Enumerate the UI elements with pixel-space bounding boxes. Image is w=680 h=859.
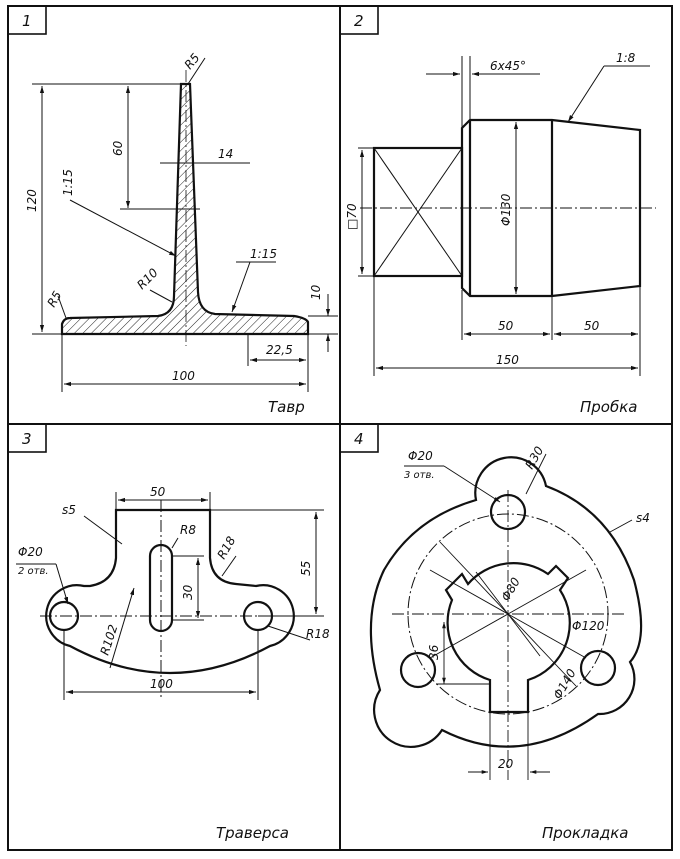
plug-chamfer-label: 6x45° bbox=[490, 59, 526, 73]
crossbar-end-radius-label: R18 bbox=[306, 627, 330, 641]
tee-taper-right-label: 1:15 bbox=[250, 247, 277, 261]
gasket-center-bore bbox=[444, 562, 571, 714]
crossbar-drawing: s5 50 Φ20 2 отв. R8 30 R18 55 R102 R18 1… bbox=[16, 485, 330, 842]
gasket-pitch-diameter-label: Φ120 bbox=[572, 619, 605, 633]
tee-height-label: 120 bbox=[25, 189, 39, 212]
plug-length-a-label: 50 bbox=[498, 319, 514, 333]
tee-fillet-radius-label: R10 bbox=[134, 265, 161, 292]
plug-length-b-label: 50 bbox=[584, 319, 600, 333]
plug-diameter-label: Φ130 bbox=[499, 193, 513, 226]
panel-1-number-tab bbox=[7, 5, 47, 35]
crossbar-arc-radius-label: R102 bbox=[98, 623, 121, 657]
gasket-hole-right bbox=[579, 649, 617, 687]
gasket-key-depth-label: 36 bbox=[427, 644, 441, 660]
crossbar-outline bbox=[45, 508, 295, 674]
plug-taper-label: 1:8 bbox=[616, 51, 636, 65]
panel-3-title: Траверса bbox=[216, 824, 289, 842]
crossbar-slot-length-label: 30 bbox=[181, 584, 195, 600]
panel-1-number: 1 bbox=[22, 12, 32, 30]
crossbar-top-width-label: 50 bbox=[150, 485, 166, 499]
gasket-lobe-radius-label: R30 bbox=[522, 444, 546, 472]
panel-2-number: 2 bbox=[354, 12, 364, 30]
crossbar-hole-diameter-label: Φ20 bbox=[18, 545, 43, 559]
crossbar-thickness-label: s5 bbox=[62, 503, 76, 517]
crossbar-hole-count-label: 2 отв. bbox=[18, 566, 49, 577]
tee-stem-label: 60 bbox=[111, 140, 125, 156]
panel-4-number-tab bbox=[339, 423, 379, 453]
gasket-hole-left bbox=[399, 651, 437, 689]
crossbar-height-label: 55 bbox=[299, 561, 313, 576]
plug-total-length-label: 150 bbox=[496, 353, 519, 367]
panel-3-number: 3 bbox=[22, 430, 32, 448]
tee-width-label: 100 bbox=[172, 369, 195, 383]
gasket-outer-diameter-label: Φ140 bbox=[550, 666, 578, 701]
tee-taper-left-label: 1:15 bbox=[61, 169, 75, 196]
gasket-key-width-label: 20 bbox=[498, 757, 514, 771]
plug-drawing: 6x45° 1:8 □70 Φ130 50 50 150 Пробка bbox=[345, 51, 656, 416]
plug-square-label: □70 bbox=[345, 203, 359, 230]
panel-4-title: Прокладка bbox=[542, 824, 628, 842]
crossbar-hole-spacing-label: 100 bbox=[150, 677, 173, 691]
gasket-thickness-label: s4 bbox=[636, 511, 650, 525]
panel-2-title: Пробка bbox=[580, 398, 637, 416]
tee-left-radius-label: R5 bbox=[44, 289, 64, 310]
panel-4-number: 4 bbox=[354, 430, 364, 448]
tee-right-part-label: 22,5 bbox=[266, 343, 293, 357]
panel-3-number-tab bbox=[7, 423, 47, 453]
gasket-outline bbox=[369, 456, 643, 748]
gasket-drawing: Φ20 3 отв. R30 s4 Φ80 Φ120 Φ140 36 20 Пр… bbox=[369, 444, 650, 842]
tee-thickness-label: 14 bbox=[218, 147, 233, 161]
gasket-hole-diameter-label: Φ20 bbox=[408, 449, 433, 463]
panel-1-title: Тавр bbox=[268, 398, 305, 416]
gasket-hole-count-label: 3 отв. bbox=[404, 470, 435, 481]
tee-flange-label: 10 bbox=[309, 284, 323, 300]
crossbar-slot-radius-label: R8 bbox=[180, 523, 196, 537]
tee-section-drawing: 120 60 14 1:15 1:15 R5 R10 R5 10 22,5 10… bbox=[25, 51, 338, 416]
gasket-bore-label: Φ80 bbox=[498, 575, 523, 604]
tee-top-radius-label: R5 bbox=[182, 51, 203, 72]
panel-2-number-tab bbox=[339, 5, 379, 35]
